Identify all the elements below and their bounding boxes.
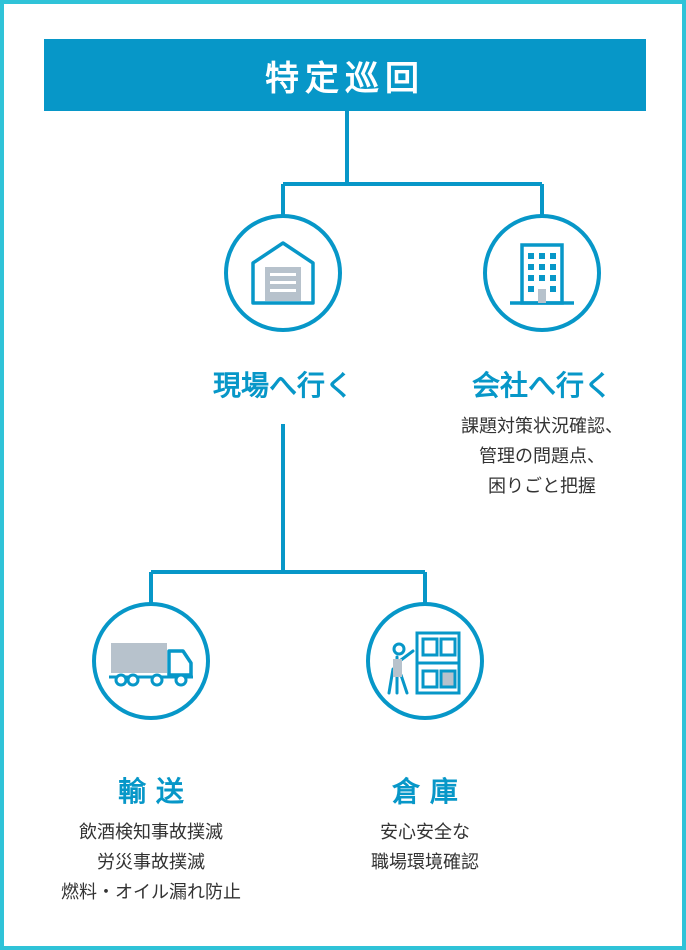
office-desc-line: 困りごと把握	[488, 476, 596, 497]
worker-shelves-icon	[387, 631, 461, 695]
office-desc-line: 管理の問題点、	[479, 446, 605, 467]
transport-label: 輸 送	[118, 775, 184, 808]
connector-lines	[149, 111, 544, 604]
transport-desc-line: 労災事故撲滅	[97, 852, 205, 873]
office-label: 会社へ行く	[471, 369, 612, 402]
truck-icon	[109, 643, 193, 687]
page-title: 特定巡回	[44, 39, 646, 111]
warehouse-circle	[366, 602, 484, 720]
transport-desc-line: 燃料・オイル漏れ防止	[61, 882, 241, 903]
transport-circle	[92, 602, 210, 720]
site-circle	[224, 214, 342, 332]
warehouse-desc-line: 職場環境確認	[371, 852, 479, 873]
office-desc-line: 課題対策状況確認、	[461, 416, 623, 437]
warehouse-desc-line: 安心安全な	[380, 822, 470, 843]
site-label: 現場へ行く	[212, 369, 353, 402]
warehouse-icon	[251, 241, 315, 305]
office-circle	[483, 214, 601, 332]
transport-desc-line: 飲酒検知事故撲滅	[79, 822, 223, 843]
office-building-icon	[510, 243, 574, 305]
office-description: 課題対策状況確認、 管理の問題点、 困りごと把握	[422, 412, 662, 502]
warehouse-label: 倉 庫	[392, 775, 458, 808]
warehouse-description: 安心安全な 職場環境確認	[305, 818, 545, 878]
transport-description: 飲酒検知事故撲滅 労災事故撲滅 燃料・オイル漏れ防止	[31, 818, 271, 908]
